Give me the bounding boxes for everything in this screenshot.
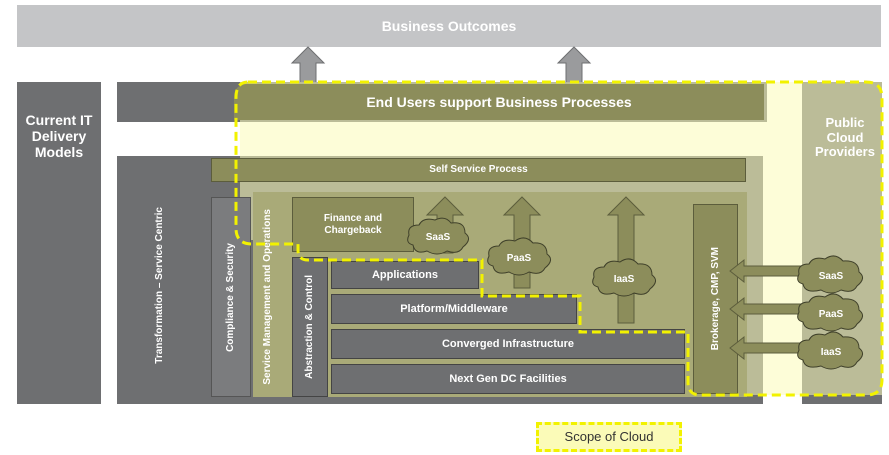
paas-inner-label: PaaS xyxy=(507,253,532,264)
saas-inner-label: SaaS xyxy=(426,232,451,243)
abstraction-label: Abstraction & Control xyxy=(304,275,316,379)
transformation-service-centric: Transformation – Service Centric xyxy=(140,175,180,395)
saas-public-label: SaaS xyxy=(819,271,844,282)
saas-cloud-icon: SaaS xyxy=(407,217,469,255)
business-outcomes-label: Business Outcomes xyxy=(381,17,517,34)
public-cloud-label: Public Cloud Providers xyxy=(815,114,875,160)
compliance-security: Compliance & Security xyxy=(211,197,251,397)
paas-cloud-icon: PaaS xyxy=(487,237,551,276)
converged-infrastructure-block: Converged Infrastructure xyxy=(331,329,685,359)
iaas-inner-label: IaaS xyxy=(614,274,635,285)
self-service-process-band: Self Service Process xyxy=(211,158,746,182)
finance-label: Finance and Chargeback xyxy=(323,213,383,236)
transformation-label: Transformation – Service Centric xyxy=(154,206,166,364)
next-gen-label: Next Gen DC Facilities xyxy=(449,372,567,385)
self-service-label: Self Service Process xyxy=(429,164,528,176)
applications-label: Applications xyxy=(371,268,438,281)
current-it-label: Current IT Delivery Models xyxy=(25,112,93,161)
iaas-cloud-icon: IaaS xyxy=(592,258,656,297)
business-outcomes-bar: Business Outcomes xyxy=(17,5,881,47)
iaas-public-cloud-icon: IaaS xyxy=(797,331,863,370)
platform-middleware-block: Platform/Middleware xyxy=(331,294,577,324)
service-mgmt-label: Service Management and Operations xyxy=(262,209,274,385)
compliance-label: Compliance & Security xyxy=(225,242,237,352)
platform-label: Platform/Middleware xyxy=(400,302,508,315)
scope-of-cloud-legend: Scope of Cloud xyxy=(536,422,682,452)
abstraction-control: Abstraction & Control xyxy=(292,257,328,397)
brokerage-label: Brokerage, CMP, SVM xyxy=(709,247,721,351)
end-users-label: End Users support Business Processes xyxy=(366,93,632,110)
converged-label: Converged Infrastructure xyxy=(441,337,575,350)
finance-chargeback: Finance and Chargeback xyxy=(292,197,414,252)
service-management-operations: Service Management and Operations xyxy=(253,197,283,397)
iaas-public-label: IaaS xyxy=(821,347,842,358)
end-users-band: End Users support Business Processes xyxy=(234,84,764,120)
public-cloud-label-box: Public Cloud Providers xyxy=(806,108,884,168)
scope-of-cloud-label: Scope of Cloud xyxy=(564,428,654,444)
current-it-delivery-models: Current IT Delivery Models xyxy=(17,82,101,404)
next-gen-dc-facilities-block: Next Gen DC Facilities xyxy=(331,364,685,394)
paas-public-label: PaaS xyxy=(819,309,844,320)
applications-block: Applications xyxy=(331,261,479,289)
